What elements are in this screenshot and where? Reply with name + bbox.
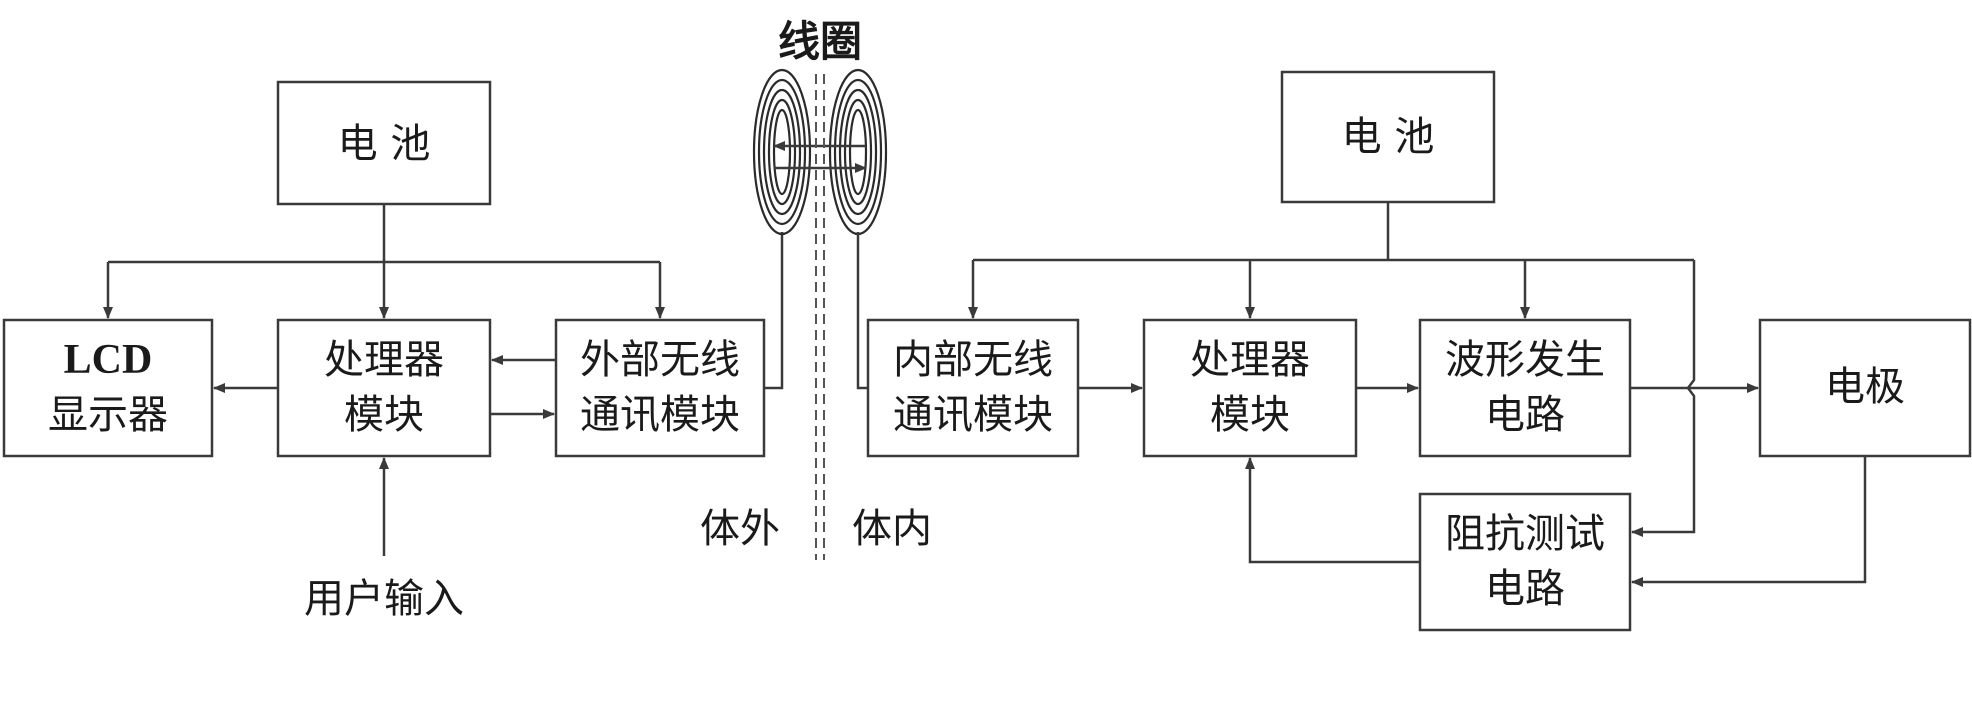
external-battery-label: 电 池 — [338, 121, 431, 167]
internal-battery-block: 电 池 — [1280, 70, 1496, 204]
internal-processor-label-line1: 处理器 — [1190, 337, 1310, 383]
external-battery-block: 电 池 — [276, 80, 492, 206]
internal-processor-label-line2: 模块 — [1210, 392, 1290, 438]
waveform-generator-label-line2: 电路 — [1485, 392, 1565, 438]
external-wireless-label-line1: 外部无线 — [580, 337, 740, 383]
coil-label: 线圈 — [778, 19, 862, 66]
external-processor-label-line1: 处理器 — [324, 337, 444, 383]
external-wireless-label-line2: 通讯模块 — [580, 392, 740, 438]
outside-body-label: 体外 — [700, 506, 780, 552]
external-coil — [752, 68, 812, 236]
external-processor-block: 处理器 模块 — [276, 318, 492, 458]
internal-battery-label: 电 池 — [1342, 114, 1435, 160]
lcd-display-label-line1: LCD — [64, 337, 153, 383]
internal-processor-block: 处理器 模块 — [1142, 318, 1358, 458]
impedance-test-block: 阻抗测试 电路 — [1418, 492, 1632, 632]
waveform-generator-label-line1: 波形发生 — [1445, 337, 1605, 383]
waveform-generator-block: 波形发生 电路 — [1418, 318, 1632, 458]
impedance-to-processor-arrow — [1245, 457, 1420, 564]
impedance-test-label-line1: 阻抗测试 — [1445, 511, 1605, 557]
electrode-label: 电极 — [1825, 364, 1905, 410]
internal-wireless-label-line2: 通讯模块 — [893, 392, 1053, 438]
internal-power-to-impedance-arrow — [1631, 260, 1696, 537]
inside-body-label: 体内 — [852, 506, 932, 552]
internal-wireless-block: 内部无线 通讯模块 — [866, 318, 1080, 458]
internal-wireless-label-line1: 内部无线 — [893, 337, 1053, 383]
external-wireless-block: 外部无线 通讯模块 — [554, 318, 766, 458]
lcd-display-label-line2: 显示器 — [48, 392, 168, 438]
internal-coil — [828, 68, 888, 236]
external-processor-label-line2: 模块 — [344, 392, 424, 438]
electrode-to-impedance-arrow — [1631, 456, 1867, 587]
electrode-block: 电极 — [1758, 318, 1972, 458]
external-wireless-to-coil-wire — [764, 232, 784, 390]
user-input-label: 用户输入 — [304, 576, 464, 622]
impedance-test-label-line2: 电路 — [1485, 566, 1565, 612]
coil-to-internal-wireless-wire — [856, 232, 868, 390]
lcd-display-block: LCD 显示器 — [2, 318, 214, 458]
